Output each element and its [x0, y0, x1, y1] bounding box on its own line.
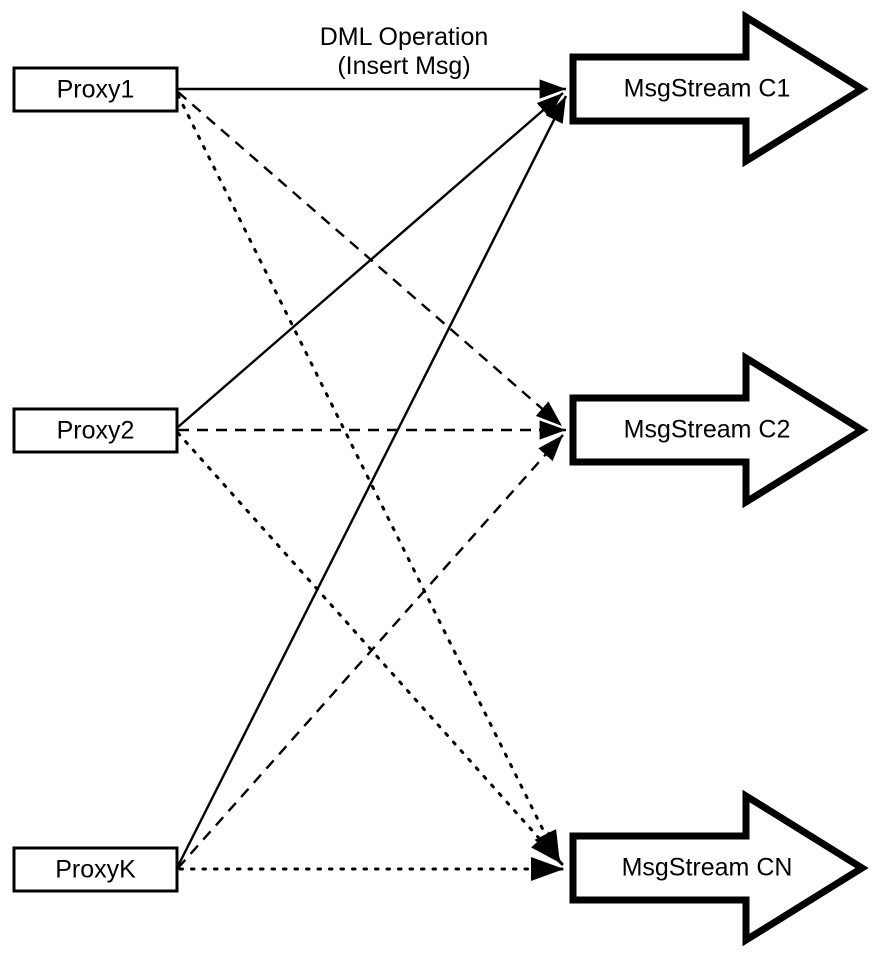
proxyk-box[interactable]	[12, 846, 179, 893]
msgstream-c1-shape[interactable]	[569, 10, 869, 168]
connection-proxyk-to-c2[interactable]	[177, 434, 564, 869]
msgstream-cn[interactable]: MsgStream CN	[569, 789, 869, 947]
proxy1-box[interactable]	[12, 66, 179, 113]
edge-label-line2: (Insert Msg)	[337, 52, 470, 80]
msgstream-c1-label: MsgStream C1	[624, 75, 791, 103]
proxy-node-proxy1[interactable]: Proxy1	[12, 66, 179, 113]
msgstream-c2[interactable]: MsgStream C2	[569, 351, 869, 509]
proxy-node-proxyk[interactable]: ProxyK	[12, 846, 179, 893]
proxy2-box[interactable]	[12, 407, 179, 454]
connection-proxy2-to-cn[interactable]	[176, 431, 564, 866]
edge-label-dml-operation: DML Operation (Insert Msg)	[320, 23, 489, 80]
msgstream-c1[interactable]: MsgStream C1	[569, 10, 869, 168]
msgstream-c2-shape[interactable]	[569, 351, 869, 509]
connections-layer	[176, 79, 568, 881]
connection-proxy2-to-c1[interactable]	[177, 92, 564, 428]
msgstream-cn-label: MsgStream CN	[622, 854, 793, 882]
proxy1-label: Proxy1	[57, 76, 135, 104]
proxy2-label: Proxy2	[57, 417, 135, 445]
proxy-node-proxy2[interactable]: Proxy2	[12, 407, 179, 454]
msgstream-cn-shape[interactable]	[569, 789, 869, 947]
proxyk-label: ProxyK	[55, 856, 136, 884]
msgstream-c2-label: MsgStream C2	[624, 416, 791, 444]
connection-proxy1-to-cn[interactable]	[176, 93, 562, 866]
edge-label-line1: DML Operation	[320, 23, 489, 51]
connection-proxyk-to-c1[interactable]	[176, 95, 568, 867]
